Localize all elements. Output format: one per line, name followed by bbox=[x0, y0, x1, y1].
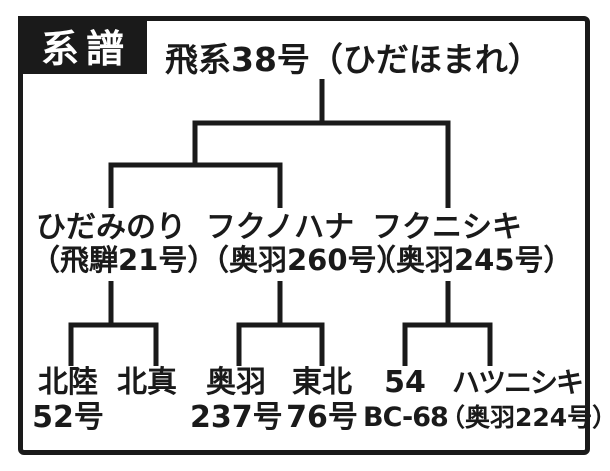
node-hidaminori-name: ひだみのり bbox=[36, 210, 186, 245]
node-hokuriku52-line2: 52号 bbox=[32, 400, 104, 435]
node-54bc68-line1: 54 bbox=[384, 365, 426, 400]
node-hidaminori: ひだみのり （飛騨21号） bbox=[31, 210, 217, 277]
node-fukunohana-name: フクノハナ bbox=[205, 210, 355, 245]
node-fukunohana-code: （奥羽260号） bbox=[200, 243, 406, 277]
node-kitama-line1: 北真 bbox=[117, 365, 177, 400]
node-54bc68-line2: BC-68 bbox=[363, 402, 449, 433]
node-tohoku76: 東北 76号 bbox=[276, 365, 368, 435]
node-tohoku76-line2: 76号 bbox=[286, 400, 358, 435]
node-root: 飛系38号（ひだほまれ） bbox=[165, 40, 541, 79]
node-fukunohana: フクノハナ （奥羽260号） bbox=[200, 210, 406, 277]
node-fukunishiki: フクニシキ （奥羽245号） bbox=[367, 210, 573, 277]
node-ouu237-line1: 奥羽 bbox=[206, 365, 266, 400]
node-hidaminori-code: （飛騨21号） bbox=[31, 243, 217, 277]
node-ouu237: 奥羽 237号 bbox=[190, 365, 283, 435]
node-hokuriku52-line1: 北陸 bbox=[38, 365, 98, 400]
upper-bracket-line bbox=[192, 120, 451, 208]
genealogy-badge: 系譜 bbox=[18, 16, 147, 74]
node-tohoku76-line1: 東北 bbox=[292, 365, 352, 400]
left-group-bracket-line bbox=[68, 322, 159, 366]
node-fukunishiki-code: （奥羽245号） bbox=[367, 243, 573, 277]
right-group-bracket-line bbox=[402, 322, 493, 366]
diagram-frame-border bbox=[18, 16, 590, 455]
node-kitama: 北真 bbox=[107, 365, 187, 400]
node-54bc68: 54 BC-68 bbox=[363, 365, 449, 435]
node-fukunishiki-name: フクニシキ bbox=[372, 210, 522, 245]
node-hatsunishiki: ハツニシキ （奥羽224号） bbox=[440, 365, 610, 435]
node-hatsunishiki-line2: （奥羽224号） bbox=[440, 403, 610, 432]
node-hatsunishiki-line1: ハツニシキ bbox=[451, 366, 584, 399]
second-bracket-line bbox=[108, 162, 283, 208]
node-ouu237-line2: 237号 bbox=[190, 400, 283, 435]
middle-group-bracket-line bbox=[236, 322, 325, 366]
node-hokuriku52: 北陸 52号 bbox=[28, 365, 108, 435]
